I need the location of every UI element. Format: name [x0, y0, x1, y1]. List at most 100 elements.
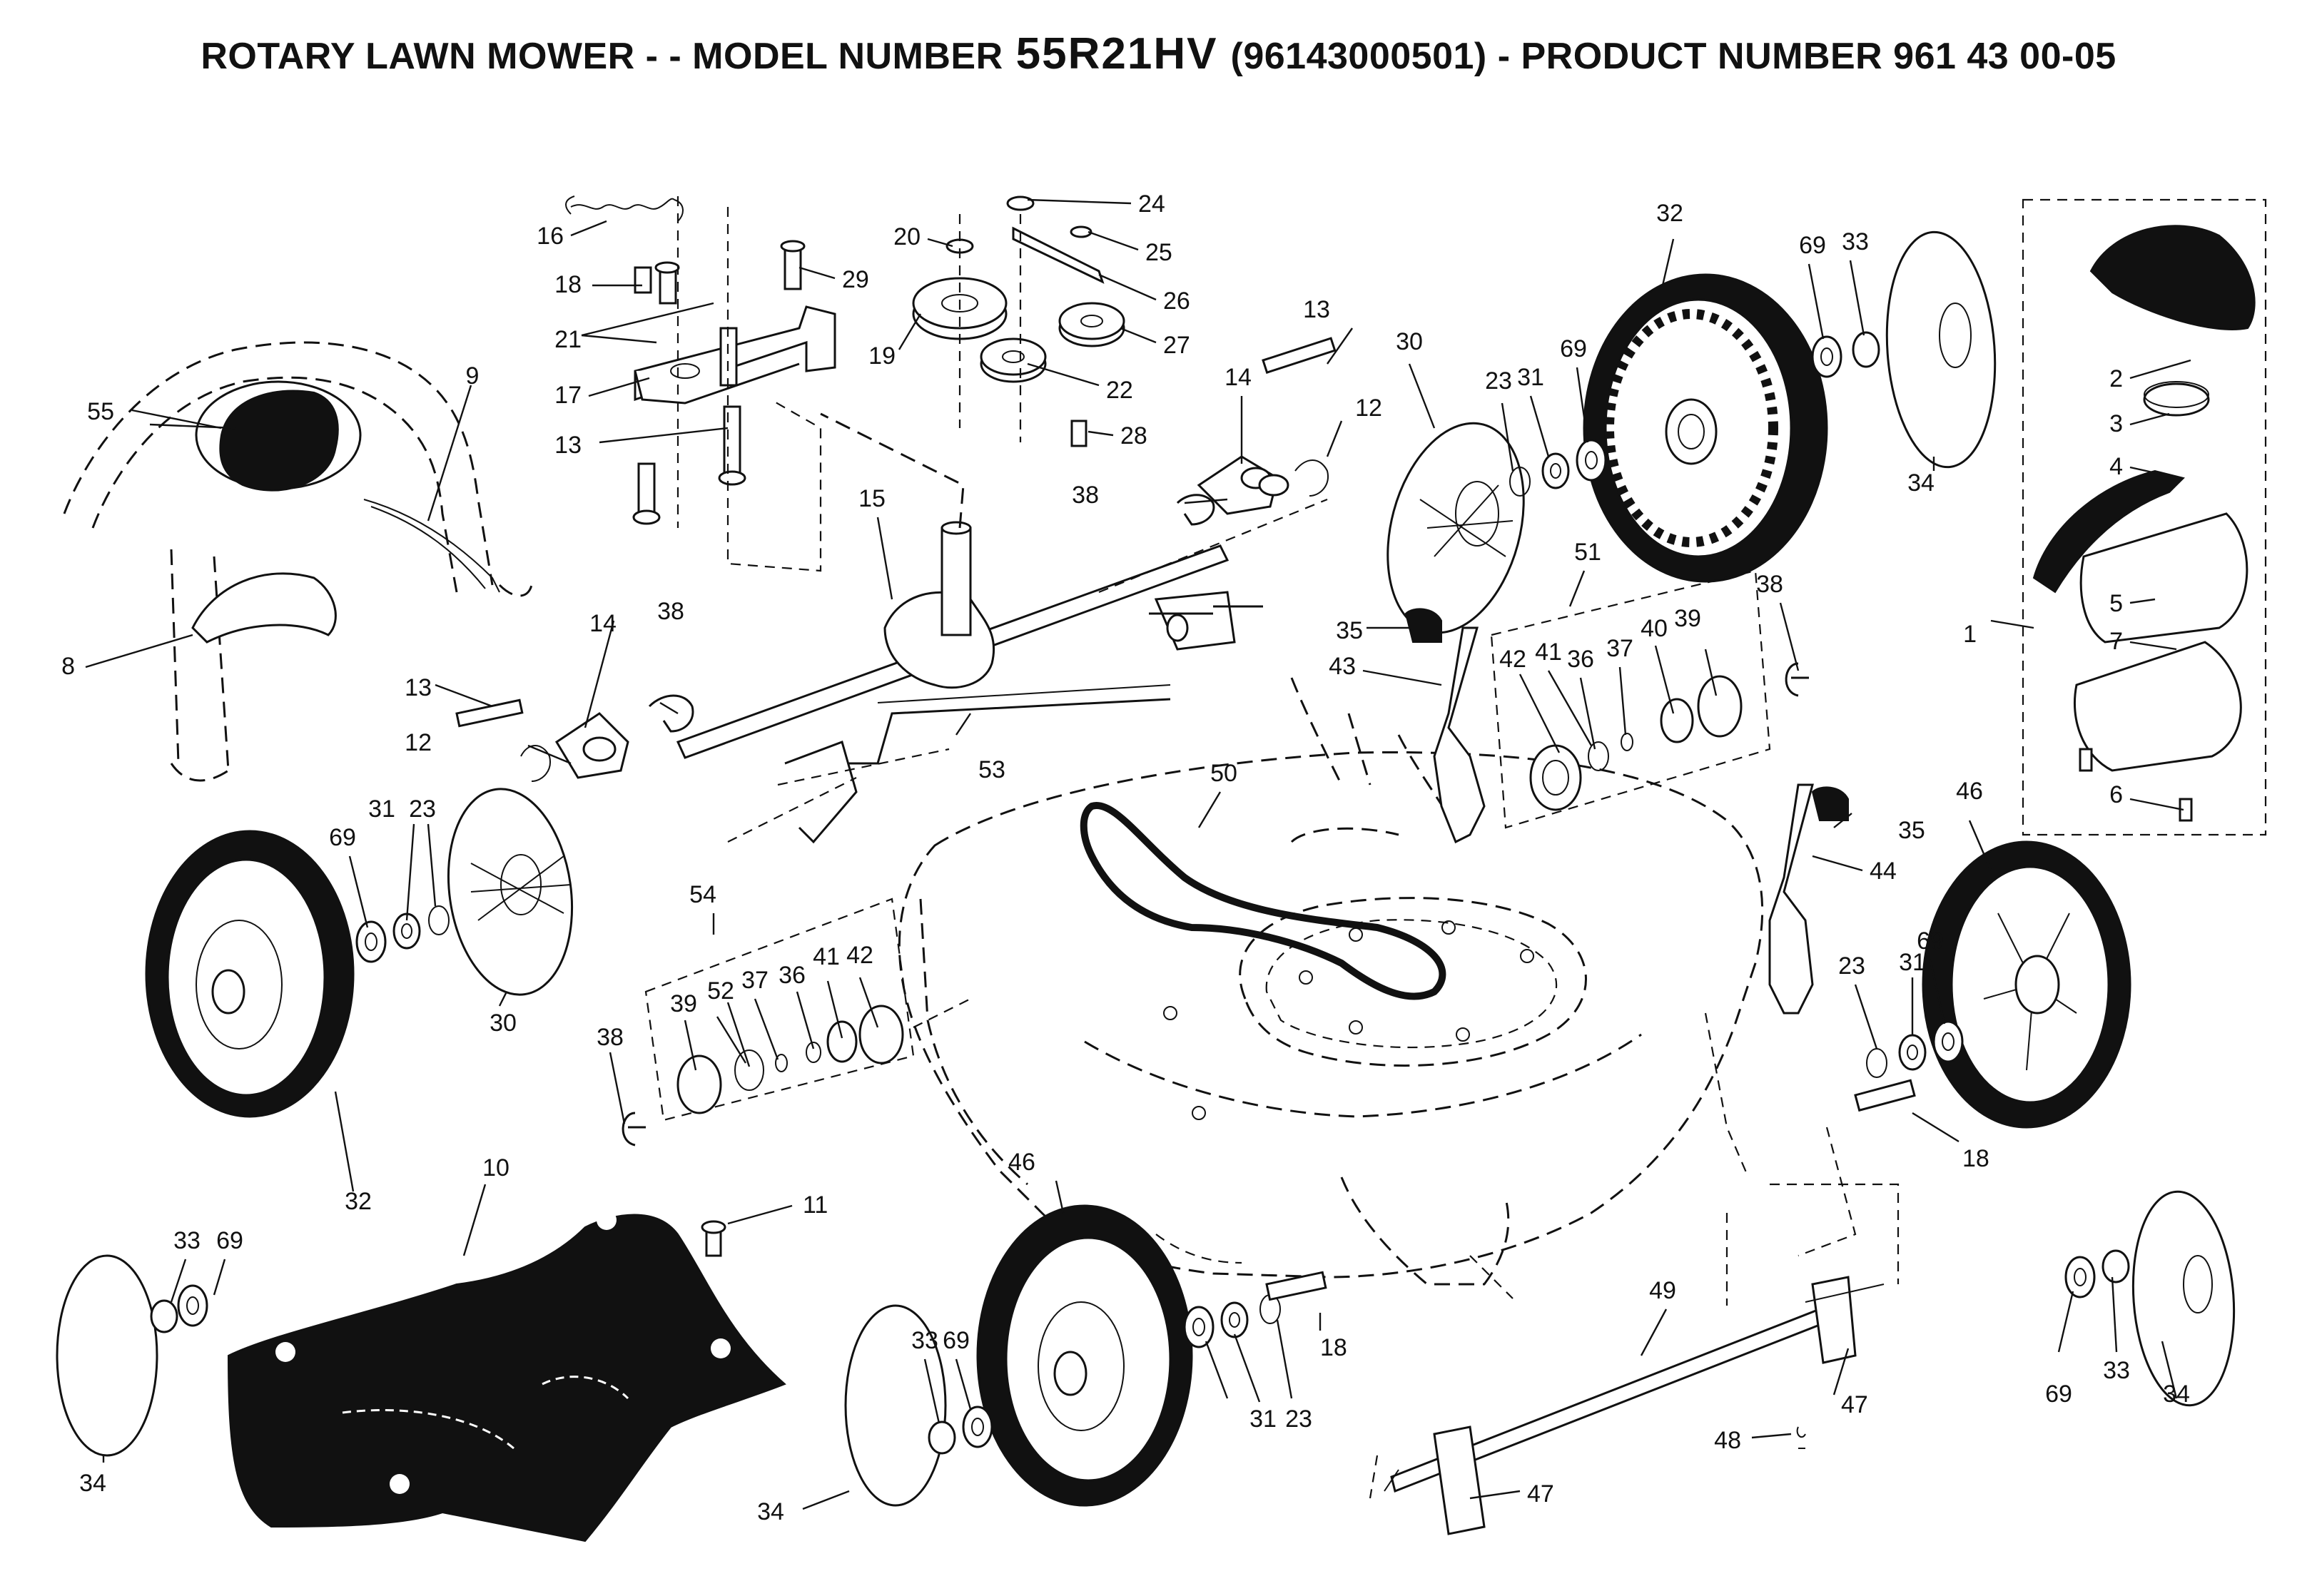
callout-38-mid: 38: [657, 598, 684, 625]
callout-48: 48: [1714, 1427, 1741, 1454]
callout-38-right: 38: [1756, 571, 1783, 598]
callout-37-upper: 37: [1606, 635, 1633, 662]
gear-kits: [622, 569, 1809, 1147]
callout-8: 8: [61, 653, 75, 680]
callout-29: 29: [842, 266, 869, 293]
wheels: [145, 273, 2131, 1507]
drive-belt: [1080, 801, 1446, 1000]
title-prefix: ROTARY LAWN MOWER - - MODEL NUMBER: [201, 36, 1003, 77]
callout-23-right: 23: [1838, 952, 1865, 980]
callout-12-lower: 12: [405, 729, 432, 756]
callout-10: 10: [482, 1154, 509, 1181]
callout-15: 15: [858, 485, 886, 512]
callout-14-lower: 14: [589, 610, 617, 637]
callout-54: 54: [689, 881, 716, 908]
callout-33-right: 33: [2103, 1357, 2130, 1384]
callout-32-upper: 32: [1656, 200, 1683, 227]
callout-7: 7: [2109, 628, 2123, 655]
page-title: ROTARY LAWN MOWER - - MODEL NUMBER 55R21H…: [0, 29, 2317, 79]
callout-36-lower: 36: [779, 962, 806, 989]
leader-lines: [85, 198, 2191, 1510]
callout-13-upper: 13: [1303, 296, 1330, 323]
callout-69-right: 69: [1917, 927, 1944, 955]
callout-34-upper: 34: [1907, 469, 1935, 497]
callout-69-right-lower: 69: [2045, 1381, 2072, 1408]
callout-19: 19: [868, 342, 896, 370]
misc-bolts: [634, 266, 1916, 1301]
callout-47-upper: 47: [1841, 1391, 1868, 1418]
callout-23-left: 23: [409, 796, 436, 823]
callout-31-upper: 31: [1517, 364, 1544, 391]
callout-33-left: 33: [173, 1227, 201, 1254]
front-axle: [1369, 1183, 1900, 1535]
callout-5: 5: [2109, 590, 2123, 617]
callout-33-upper: 33: [1842, 228, 1869, 255]
callout-53: 53: [978, 756, 1005, 783]
callout-35-upper: 35: [1336, 617, 1363, 644]
callout-18-front: 18: [1320, 1334, 1347, 1361]
callout-41-upper: 41: [1535, 639, 1562, 666]
callout-46-front: 46: [1008, 1149, 1035, 1176]
callout-43: 43: [1329, 653, 1356, 680]
callout-24: 24: [1138, 190, 1165, 218]
callout-38-lower: 38: [597, 1024, 624, 1051]
pulleys: [912, 195, 1125, 447]
callout-6: 6: [2109, 781, 2123, 808]
callout-labels: 1 2 3 4 5 6 7 8 9 10 11 12 12 13 13 13 1…: [61, 190, 2190, 1525]
callout-27: 27: [1163, 332, 1190, 359]
callout-38-upper: 38: [1072, 482, 1099, 509]
callout-36-upper: 36: [1567, 646, 1594, 673]
callout-30-upper: 30: [1396, 328, 1423, 355]
callout-31-front: 31: [1249, 1406, 1277, 1433]
callout-69-upper: 69: [1560, 335, 1587, 362]
callout-51: 51: [1574, 539, 1601, 566]
callout-42-upper: 42: [1499, 646, 1526, 673]
height-adjust-levers: [1404, 608, 1849, 1015]
callout-34-right: 34: [2163, 1381, 2190, 1408]
callout-2: 2: [2109, 365, 2123, 392]
callout-12-upper: 12: [1355, 395, 1382, 422]
callout-18-right: 18: [1962, 1145, 1989, 1172]
callout-69-left-lower: 69: [216, 1227, 243, 1254]
callout-31-right: 31: [1899, 949, 1926, 976]
callout-20: 20: [893, 223, 921, 250]
callout-49: 49: [1649, 1277, 1676, 1304]
mower-deck: [898, 677, 1857, 1299]
title-model-number: 55R21HV: [1015, 29, 1218, 78]
hubcaps: [56, 230, 2236, 1507]
callout-30-lower: 30: [490, 1010, 517, 1037]
callout-13-bracket: 13: [554, 432, 582, 459]
callout-23-upper: 23: [1485, 367, 1512, 395]
callout-34-front: 34: [757, 1498, 784, 1525]
callout-46-right: 46: [1956, 778, 1983, 805]
mulch-kit: [2022, 198, 2267, 836]
callout-39-upper: 39: [1674, 605, 1701, 632]
callout-17: 17: [554, 382, 582, 409]
callout-44: 44: [1870, 858, 1897, 885]
callout-32-lower: 32: [345, 1188, 372, 1215]
callout-39-lower: 39: [670, 990, 697, 1017]
callout-14-upper: 14: [1225, 364, 1252, 391]
callout-33-front: 33: [911, 1327, 938, 1354]
callout-31-left: 31: [368, 796, 395, 823]
callout-18-top: 18: [554, 271, 582, 298]
callout-4: 4: [2109, 453, 2123, 480]
callout-1: 1: [1963, 621, 1977, 648]
wheel-covers: [447, 422, 1525, 996]
callout-69-front: 69: [943, 1327, 970, 1354]
callout-16: 16: [537, 223, 564, 250]
callout-34-left: 34: [79, 1470, 106, 1497]
title-suffix: (96143000501) - PRODUCT NUMBER 961 43 00…: [1230, 36, 2116, 77]
rear-flap: [227, 1210, 786, 1542]
callout-28: 28: [1120, 422, 1147, 449]
callout-69-left: 69: [329, 824, 356, 851]
callout-52: 52: [707, 977, 734, 1005]
callout-11: 11: [803, 1191, 828, 1219]
callout-25: 25: [1145, 239, 1172, 266]
handle-assembly: [63, 341, 533, 782]
callout-37-lower: 37: [741, 967, 769, 994]
callout-3: 3: [2109, 410, 2123, 437]
callout-41-lower: 41: [813, 943, 840, 970]
callout-69-upper-right: 69: [1799, 232, 1826, 259]
